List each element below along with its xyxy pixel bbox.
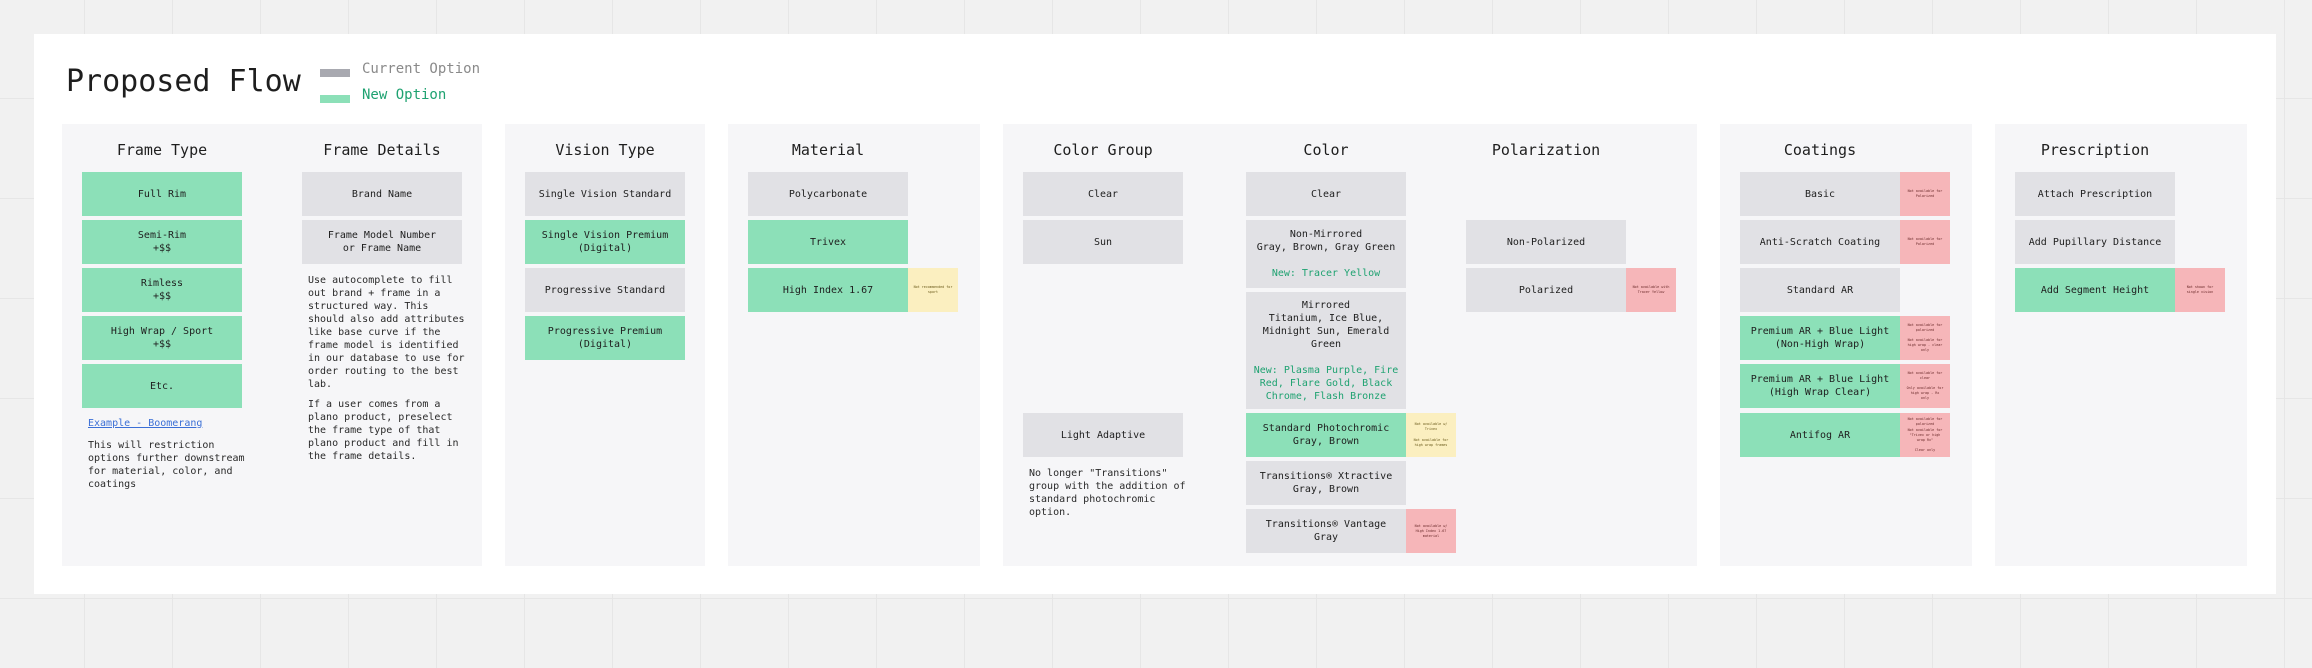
mirrored-new-text: New: Plasma Purple, Fire Red, Flare Gold… (1253, 364, 1399, 402)
note-premium-ar-high-wrap: Not available for clear Only available f… (1900, 364, 1950, 408)
option-antifog-ar[interactable]: Antifog AR (1740, 413, 1900, 457)
page-title: Proposed Flow (66, 64, 301, 99)
legend-swatch-new (320, 95, 350, 103)
option-polycarbonate[interactable]: Polycarbonate (748, 172, 908, 216)
option-non-polarized[interactable]: Non-Polarized (1466, 220, 1626, 264)
option-add-segment-height[interactable]: Add Segment Height (2015, 268, 2175, 312)
option-brand-name[interactable]: Brand Name (302, 172, 462, 216)
option-semi-rim[interactable]: Semi-Rim +$$ (82, 220, 242, 264)
note-polarized: Not available with Tracer Yellow (1626, 268, 1676, 312)
legend-label-new: New Option (362, 87, 447, 103)
note-high-index: Not recommended for sport (908, 268, 958, 312)
option-polarized[interactable]: Polarized (1466, 268, 1626, 312)
heading-color: Color (1303, 141, 1349, 159)
note-anti-scratch: Not available for Polarized (1900, 220, 1950, 264)
color-group-note: No longer "Transitions" group with the a… (1029, 468, 1186, 518)
note-photochromic-high-wrap: Not available for high wrap frames (1413, 438, 1449, 448)
note-premium-ar-nhw-bottom: Not available for high wrap - clear only (1907, 338, 1943, 352)
frame-type-note: This will restriction options further do… (88, 440, 245, 490)
option-standard-photochromic[interactable]: Standard Photochromic Gray, Brown (1246, 413, 1406, 457)
canvas-board: Proposed Flow Current Option New Option … (34, 34, 2276, 594)
option-group-light-adaptive[interactable]: Light Adaptive (1023, 413, 1183, 457)
frame-details-note-plano: If a user comes from a plano product, pr… (308, 399, 459, 462)
option-high-wrap-sport[interactable]: High Wrap / Sport +$$ (82, 316, 242, 360)
note-vantage: Not available w/ High Index 1.67 materia… (1406, 509, 1456, 553)
option-standard-ar[interactable]: Standard AR (1740, 268, 1900, 312)
note-antifog-bottom: Not available for "Trivex or high wrap R… (1907, 428, 1943, 453)
note-segment-height: Not shown for single vision (2175, 268, 2225, 312)
option-group-sun[interactable]: Sun (1023, 220, 1183, 264)
option-mirrored[interactable]: Mirrored Titanium, Ice Blue, Midnight Su… (1246, 292, 1406, 409)
heading-coatings: Coatings (1783, 141, 1857, 159)
option-etc[interactable]: Etc. (82, 364, 242, 408)
note-photochromic: Not available w/ Trivex Not available fo… (1406, 413, 1456, 457)
heading-color-group: Color Group (1053, 141, 1153, 159)
option-group-clear[interactable]: Clear (1023, 172, 1183, 216)
option-coating-basic[interactable]: Basic (1740, 172, 1900, 216)
heading-frame-details: Frame Details (323, 141, 441, 159)
legend-swatch-current (320, 69, 350, 77)
option-trivex[interactable]: Trivex (748, 220, 908, 264)
note-antifog-top: Not available for polarized (1907, 416, 1943, 426)
option-full-rim[interactable]: Full Rim (82, 172, 242, 216)
option-rimless[interactable]: Rimless +$$ (82, 268, 242, 312)
frame-details-note: Use autocomplete to fill out brand + fra… (308, 275, 465, 390)
option-add-pupillary-distance[interactable]: Add Pupillary Distance (2015, 220, 2175, 264)
legend-label-current: Current Option (362, 61, 481, 77)
heading-prescription: Prescription (2040, 141, 2150, 159)
option-frame-model[interactable]: Frame Model Number or Frame Name (302, 220, 462, 264)
non-mirrored-new-text: New: Tracer Yellow (1271, 268, 1381, 279)
note-premium-ar-non-high-wrap: Not available for polarized Not availabl… (1900, 316, 1950, 360)
heading-polarization: Polarization (1491, 141, 1601, 159)
note-basic: Not available for Polarized (1900, 172, 1950, 216)
mirrored-label: Mirrored Titanium, Ice Blue, Midnight Su… (1262, 299, 1390, 350)
option-high-index-167[interactable]: High Index 1.67 (748, 268, 908, 312)
option-transitions-vantage[interactable]: Transitions® Vantage Gray (1246, 509, 1406, 553)
option-sv-premium[interactable]: Single Vision Premium (Digital) (525, 220, 685, 264)
note-premium-ar-hw-bottom: Only available for high wrap - Rx only (1906, 386, 1944, 400)
note-premium-ar-nhw-top: Not available for polarized (1907, 323, 1943, 332)
heading-vision-type: Vision Type (555, 141, 655, 159)
note-photochromic-trivex: Not available w/ Trivex (1414, 421, 1448, 431)
option-premium-ar-non-high-wrap[interactable]: Premium AR + Blue Light (Non-High Wrap) (1740, 316, 1900, 360)
option-color-clear[interactable]: Clear (1246, 172, 1406, 216)
option-progressive-standard[interactable]: Progressive Standard (525, 268, 685, 312)
example-link[interactable]: Example - Boomerang (88, 418, 203, 429)
note-premium-ar-hw-top: Not available for clear (1907, 371, 1943, 380)
option-premium-ar-high-wrap[interactable]: Premium AR + Blue Light (High Wrap Clear… (1740, 364, 1900, 408)
option-sv-standard[interactable]: Single Vision Standard (525, 172, 685, 216)
heading-frame-type: Frame Type (116, 141, 208, 159)
note-antifog: Not available for polarized Not availabl… (1900, 413, 1950, 457)
option-transitions-xtractive[interactable]: Transitions® Xtractive Gray, Brown (1246, 461, 1406, 505)
heading-material: Material (791, 141, 865, 159)
option-attach-prescription[interactable]: Attach Prescription (2015, 172, 2175, 216)
option-anti-scratch[interactable]: Anti-Scratch Coating (1740, 220, 1900, 264)
option-non-mirrored[interactable]: Non-Mirrored Gray, Brown, Gray Green New… (1246, 220, 1406, 288)
non-mirrored-label: Non-Mirrored Gray, Brown, Gray Green (1256, 229, 1396, 253)
option-progressive-premium[interactable]: Progressive Premium (Digital) (525, 316, 685, 360)
